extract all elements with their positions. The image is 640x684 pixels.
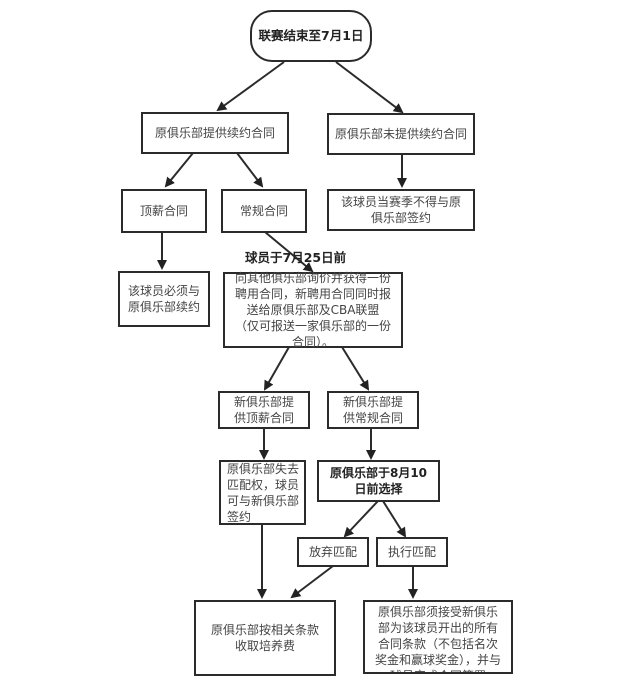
edge-offer-to-max (164, 152, 194, 188)
node-regular-contract: 常规合同 (221, 189, 307, 233)
node-regular-contract-text: 常规合同 (239, 204, 288, 218)
edge-choose-to-execute (382, 500, 407, 538)
edge-give-up-to-fee (290, 565, 334, 599)
node-start: 联赛结束至7月1日 (250, 10, 372, 62)
node-no-renewal: 原俱乐部未提供续约合同 (327, 113, 475, 155)
node-inquire-other: 向其他俱乐部询价并获得一份聘用合同，新聘用合同同时报送给原俱乐部及CBA联盟（仅… (223, 271, 403, 349)
node-lose-match-text: 原俱乐部失去匹配权，球员可与新俱乐部签约 (227, 461, 300, 524)
edge-choose-to-give-up (343, 500, 379, 538)
node-accept-terms: 原俱乐部须接受新俱乐部为该球员开出的所有合同条款（不包括名次奖金和赢球奖金），并… (363, 600, 513, 674)
node-new-regular: 新俱乐部提供常规合同 (327, 391, 419, 429)
node-max-contract: 顶薪合同 (121, 189, 207, 233)
node-lose-match: 原俱乐部失去匹配权，球员可与新俱乐部签约 (219, 460, 306, 525)
edge-start-to-offer-renewal (216, 61, 285, 112)
node-offer-renewal: 原俱乐部提供续约合同 (141, 112, 289, 154)
edge-inquire-to-new-max (264, 346, 290, 391)
edge-label-deadline: 球员于7月25日前 (245, 250, 347, 265)
node-cannot-sign: 该球员当赛季不得与原俱乐部签约 (327, 189, 475, 231)
node-choose-by: 原俱乐部于8月10日前选择 (317, 460, 440, 502)
node-give-up-match: 放弃匹配 (297, 537, 369, 567)
node-no-renewal-text: 原俱乐部未提供续约合同 (334, 127, 467, 141)
node-training-fee-text: 原俱乐部按相关条款收取培养费 (210, 623, 319, 653)
node-offer-renewal-text: 原俱乐部提供续约合同 (154, 126, 275, 140)
node-execute-match-text: 执行匹配 (387, 545, 436, 559)
edge-offer-to-regular (236, 152, 264, 188)
node-give-up-match-text: 放弃匹配 (308, 545, 357, 559)
node-execute-match: 执行匹配 (376, 537, 448, 567)
node-must-renew-text: 该球员必须与原俱乐部续约 (127, 284, 200, 314)
node-must-renew: 该球员必须与原俱乐部续约 (118, 271, 210, 327)
node-new-max: 新俱乐部提供顶薪合同 (218, 391, 310, 429)
node-new-max-text: 新俱乐部提供顶薪合同 (233, 395, 294, 425)
node-cannot-sign-text: 该球员当赛季不得与原俱乐部签约 (340, 195, 461, 225)
edge-regular-to-inquire (264, 231, 314, 273)
edge-start-to-no-renewal (335, 61, 404, 114)
node-training-fee: 原俱乐部按相关条款收取培养费 (194, 600, 336, 676)
node-new-regular-text: 新俱乐部提供常规合同 (342, 395, 403, 425)
edge-inquire-to-new-regular (341, 346, 370, 391)
node-inquire-other-text: 向其他俱乐部询价并获得一份聘用合同，新聘用合同同时报送给原俱乐部及CBA联盟（仅… (235, 271, 392, 349)
node-choose-by-text: 原俱乐部于8月10日前选择 (329, 466, 428, 496)
node-start-text: 联赛结束至7月1日 (258, 28, 364, 43)
node-accept-terms-text: 原俱乐部须接受新俱乐部为该球员开出的所有合同条款（不包括名次奖金和赢球奖金），并… (374, 605, 501, 672)
node-max-contract-text: 顶薪合同 (139, 204, 188, 218)
